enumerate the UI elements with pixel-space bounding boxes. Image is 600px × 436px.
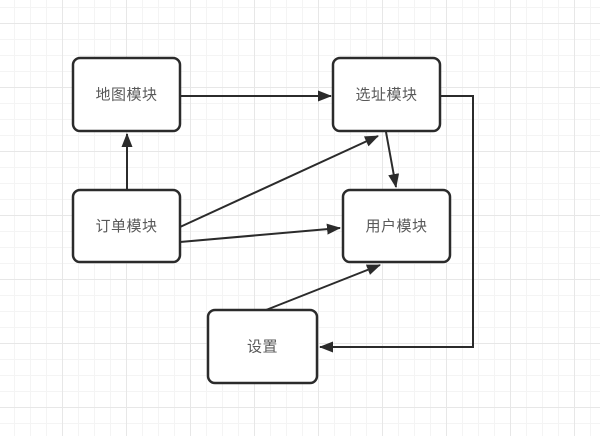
node-user-module-label: 用户模块 bbox=[365, 218, 427, 235]
node-order-module-label: 订单模块 bbox=[95, 218, 157, 235]
node-map-module-shape[interactable] bbox=[71, 56, 182, 133]
node-order-module[interactable]: 订单模块 bbox=[71, 188, 182, 264]
node-settings[interactable]: 设置 bbox=[206, 308, 319, 385]
node-order-module-shape[interactable] bbox=[71, 188, 182, 264]
node-site-selection-module-shape[interactable] bbox=[331, 56, 442, 133]
node-settings-shape[interactable] bbox=[206, 308, 319, 385]
edge-site-to-settings[interactable] bbox=[319, 95, 474, 353]
node-user-module-shape[interactable] bbox=[341, 188, 452, 264]
edge-settings-to-user[interactable] bbox=[265, 264, 381, 311]
edges-layer bbox=[121, 90, 474, 353]
edge-order-to-user[interactable] bbox=[179, 223, 341, 243]
node-map-module-label: 地图模块 bbox=[95, 87, 157, 104]
node-site-selection-module-label: 选址模块 bbox=[355, 87, 417, 104]
node-user-module[interactable]: 用户模块 bbox=[341, 188, 452, 264]
node-map-module[interactable]: 地图模块 bbox=[71, 56, 182, 133]
node-site-selection-module[interactable]: 选址模块 bbox=[331, 56, 442, 133]
node-settings-label: 设置 bbox=[247, 339, 278, 356]
edge-order-to-site[interactable] bbox=[179, 135, 379, 228]
edge-site-to-user[interactable] bbox=[385, 131, 400, 188]
